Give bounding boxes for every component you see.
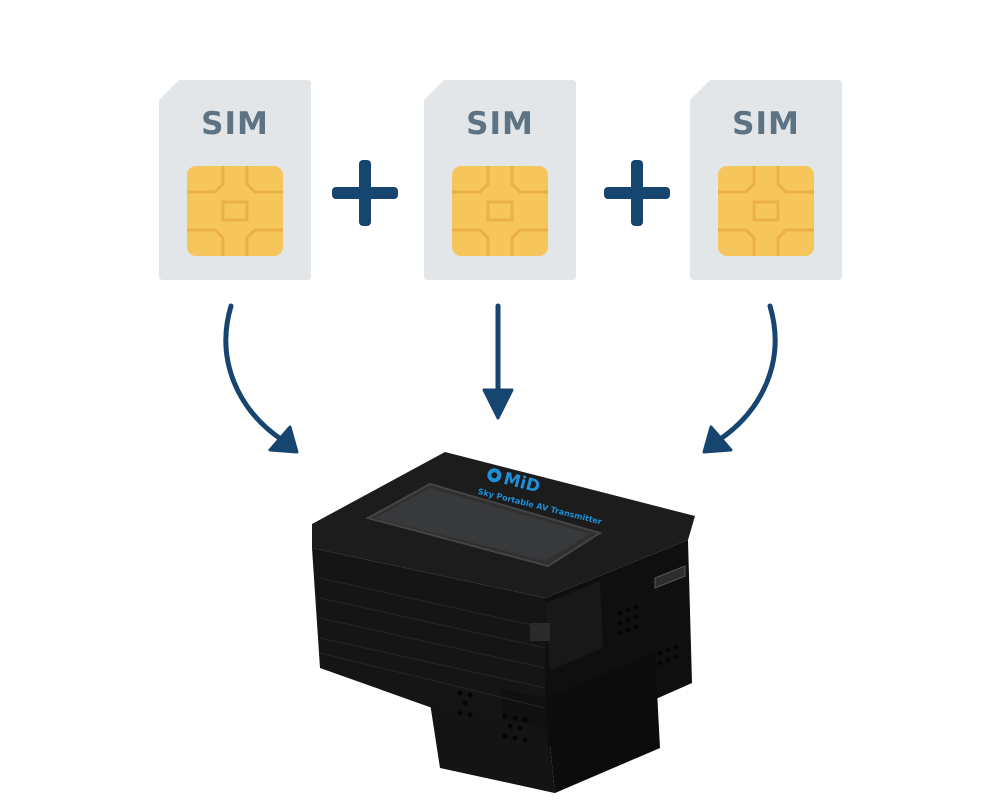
- sim-label: SIM: [732, 106, 800, 142]
- sim-card-icon: [690, 80, 842, 280]
- arrow-right: [702, 303, 778, 454]
- arrow-center: [482, 303, 514, 420]
- arrow-left: [223, 303, 299, 454]
- sim-card-1: SIM: [159, 80, 311, 280]
- sim-card-2: SIM: [424, 80, 576, 280]
- sim-card-icon: [424, 80, 576, 280]
- sim-label: SIM: [201, 106, 269, 142]
- sim-card-3: SIM: [690, 80, 842, 280]
- sim-card-icon: [159, 80, 311, 280]
- plus-icon: [332, 160, 398, 226]
- sim-label: SIM: [466, 106, 534, 142]
- transmitter-device-icon: MiD Sky Portable AV Transmitter: [312, 452, 695, 793]
- plus-icon: [604, 160, 670, 226]
